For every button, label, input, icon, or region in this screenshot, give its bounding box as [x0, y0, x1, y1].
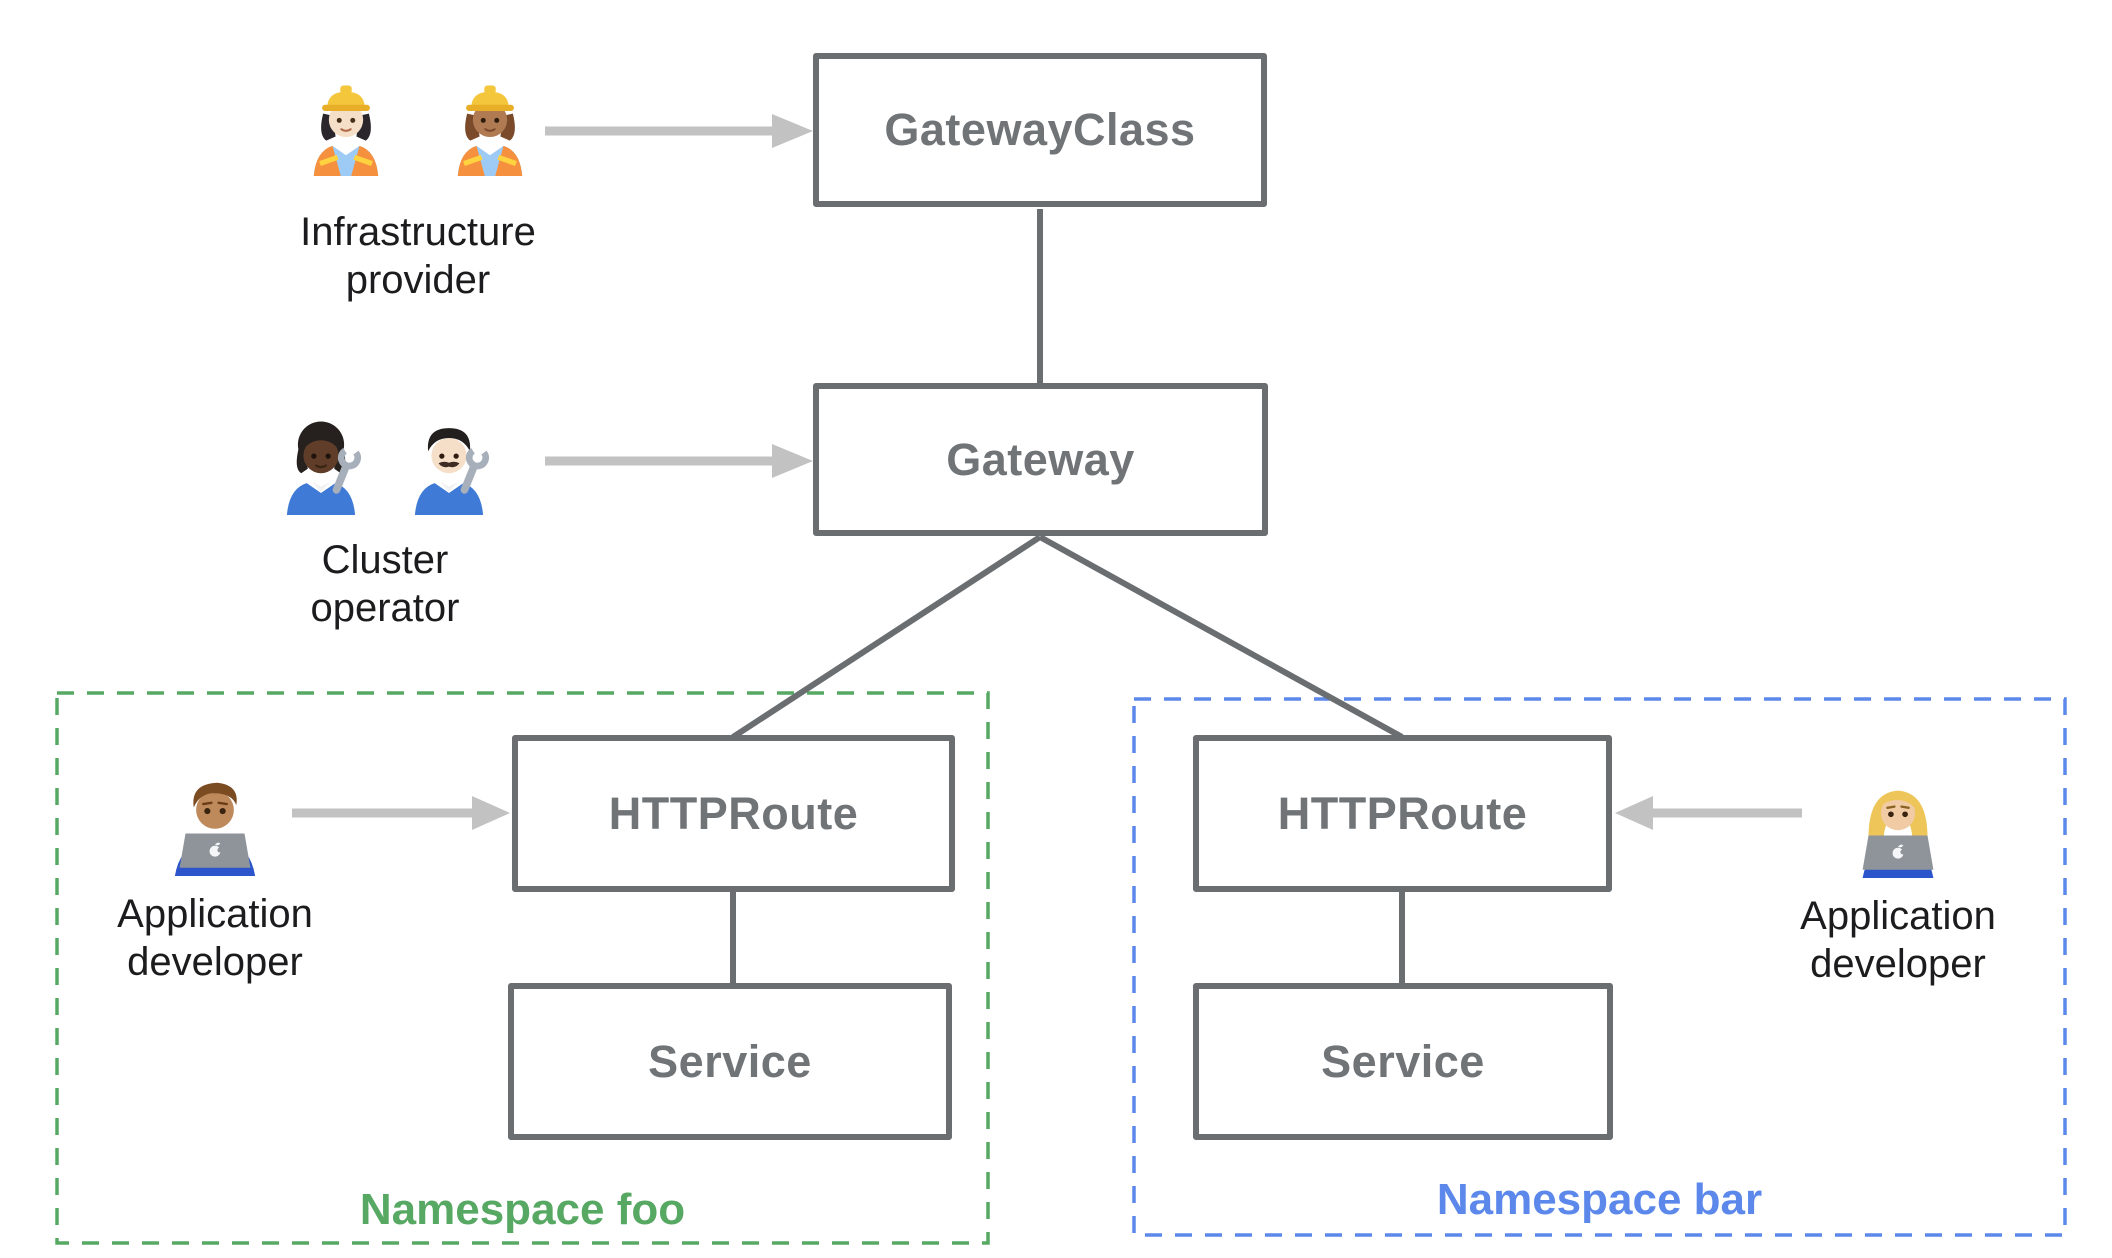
namespace-bar-dashed-border: [1132, 697, 2067, 1237]
persona-label-line1: Application: [117, 892, 313, 936]
node-gateway: Gateway: [813, 383, 1268, 536]
node-gateway-label: Gateway: [946, 433, 1135, 485]
woman-construction-worker-light-skin-emoji: [313, 85, 379, 176]
persona-icons: [266, 398, 504, 522]
persona-label-line2: operator: [310, 586, 460, 630]
persona-cluster-operator: Cluster operator: [205, 398, 565, 632]
node-gatewayclass: GatewayClass: [813, 53, 1267, 207]
woman-construction-worker-medium-skin-emoji: [457, 85, 523, 176]
woman-technologist-medium-light-skin-emoji: [1862, 790, 1934, 878]
persona-label-line2: developer: [127, 940, 303, 984]
arrow-app-developer-to-httproute-foo: [292, 796, 510, 830]
connector-gateway-to-httproute-bar: [1038, 534, 1404, 740]
persona-application-developer-bar: Application developer: [1748, 758, 2048, 988]
persona-icons: [294, 62, 542, 186]
node-service-bar: Service: [1193, 983, 1613, 1140]
node-httproute-foo-label: HTTPRoute: [608, 787, 859, 839]
man-technologist-medium-skin-emoji: [174, 782, 256, 876]
arrow-infrastructure-provider-to-gatewayclass: [545, 114, 813, 148]
namespace-bar-label: Namespace bar: [1436, 1175, 1763, 1224]
arrow-head-icon: [772, 444, 813, 478]
persona-icons: [156, 756, 274, 878]
node-service-foo: Service: [508, 983, 952, 1140]
persona-label-line1: Infrastructure: [300, 210, 536, 254]
persona-application-developer-foo: Application developer: [65, 756, 365, 986]
wrench-icon: [460, 446, 490, 494]
connector-gateway-to-httproute-foo: [731, 534, 1042, 740]
arrow-head-icon: [1615, 796, 1653, 830]
persona-label-line2: provider: [345, 258, 491, 302]
namespace-foo-dashed-border: [55, 691, 990, 1245]
node-httproute-bar-label: HTTPRoute: [1277, 787, 1528, 839]
namespace-bar-region: Namespace bar: [1134, 699, 2065, 1235]
namespace-foo-region: Namespace foo: [57, 693, 988, 1243]
namespace-foo-label: Namespace foo: [359, 1185, 686, 1234]
persona-application-developer-foo-label: Application developer: [117, 890, 313, 986]
arrow-cluster-operator-to-gateway: [545, 444, 813, 478]
persona-infrastructure-provider-label: Infrastructure provider: [300, 208, 536, 304]
persona-label-line1: Application: [1800, 894, 1996, 938]
arrow-app-developer-to-httproute-bar: [1615, 796, 1802, 830]
persona-label-line1: Cluster: [321, 538, 449, 582]
persona-application-developer-bar-label: Application developer: [1800, 892, 1996, 988]
arrow-head-icon: [772, 114, 813, 148]
wrench-icon: [332, 446, 362, 494]
node-httproute-foo: HTTPRoute: [512, 735, 955, 892]
node-service-foo-label: Service: [648, 1035, 812, 1087]
persona-infrastructure-provider: Infrastructure provider: [238, 62, 598, 304]
arrow-head-icon: [472, 796, 510, 830]
node-service-bar-label: Service: [1321, 1035, 1485, 1087]
node-gatewayclass-label: GatewayClass: [884, 104, 1196, 155]
mechanic-dark-skin-emoji: [286, 421, 362, 515]
persona-cluster-operator-label: Cluster operator: [311, 536, 460, 632]
persona-label-line2: developer: [1810, 942, 1986, 986]
man-mechanic-light-skin-emoji: [414, 428, 490, 515]
persona-icons: [1839, 758, 1957, 880]
node-httproute-bar: HTTPRoute: [1193, 735, 1612, 892]
